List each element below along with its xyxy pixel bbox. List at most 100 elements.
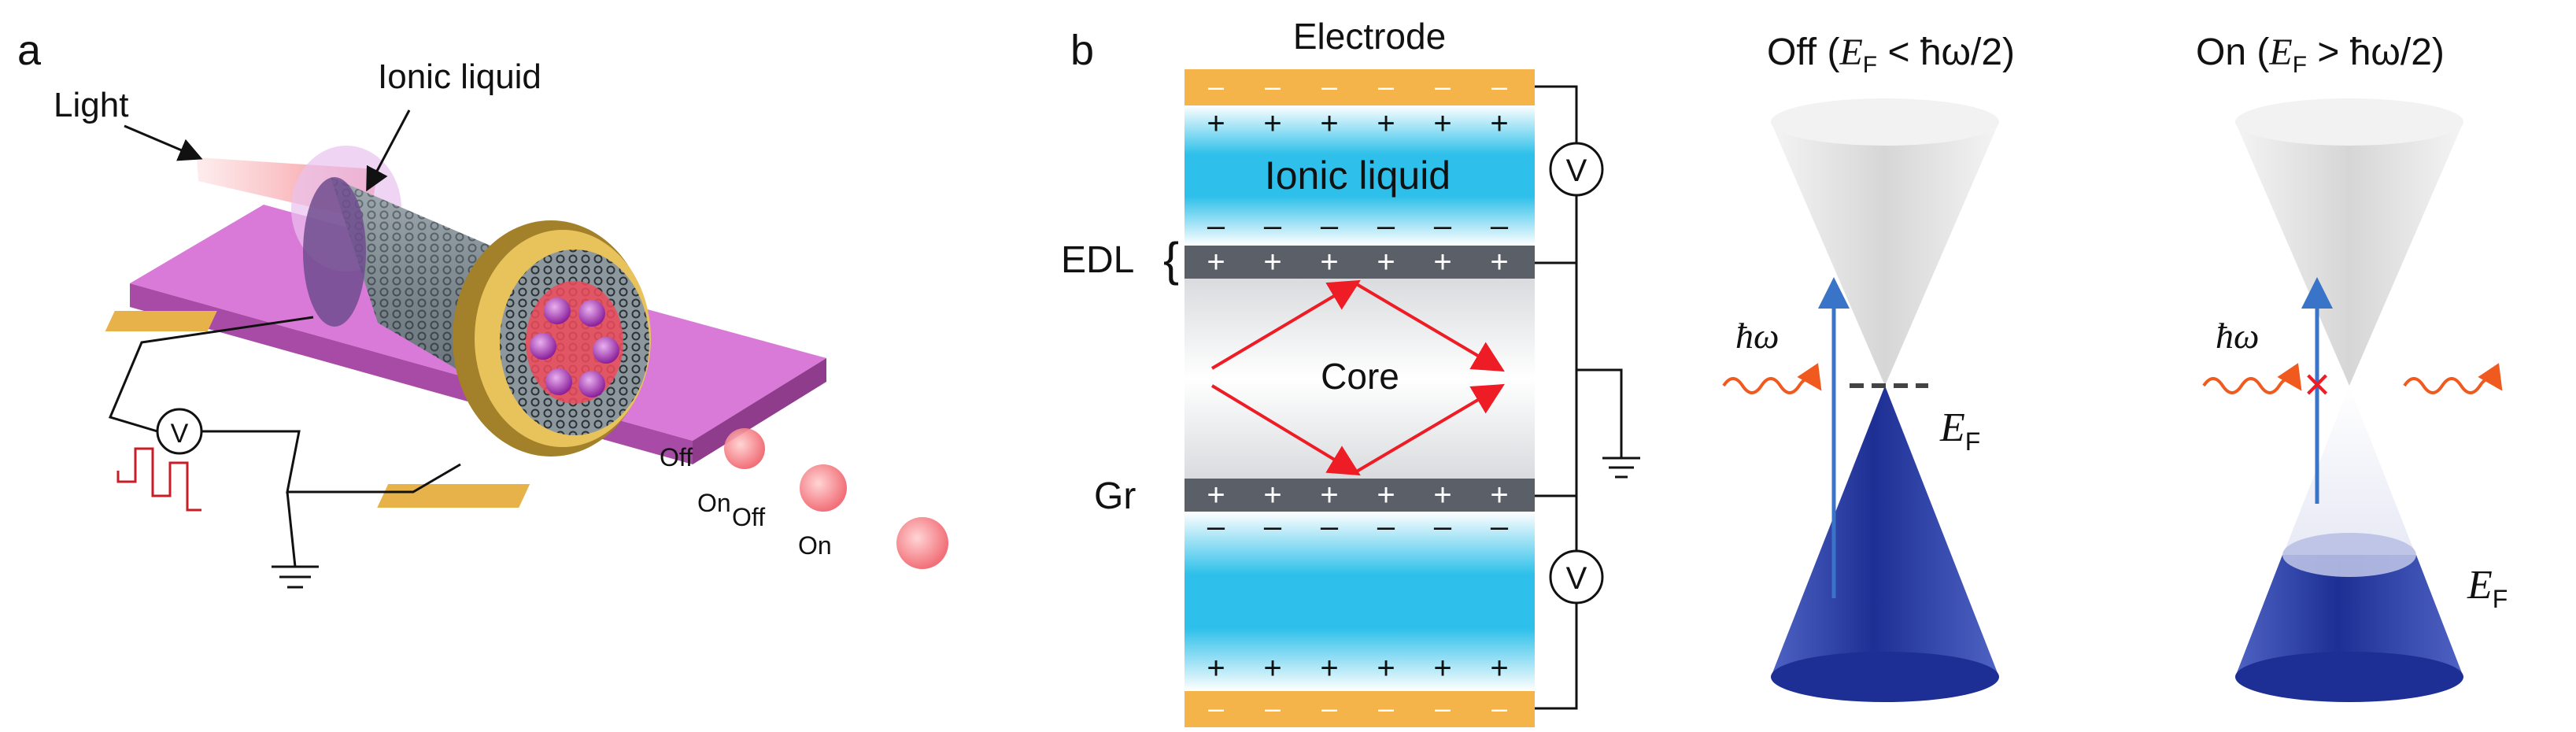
voltmeter-a-symbol: V [171,419,189,449]
ionic-liquid-bottom [1185,512,1535,691]
svg-text:+: + [1377,651,1395,686]
pulse-label-on-2: On [798,531,832,560]
pulse-label-off-2: Off [732,503,765,531]
blocked-marker: × [2304,359,2330,410]
on-state-title: On (EF > ħω/2) [2196,31,2445,78]
svg-text:+: + [1207,106,1225,141]
circuit-b [1535,85,1623,710]
emitted-pulses [724,428,948,569]
svg-text:+: + [1207,478,1225,512]
svg-text:–: – [1321,509,1339,544]
graphene-top-plus: + + + + + + [1207,245,1508,279]
svg-text:+: + [1433,245,1451,279]
svg-text:–: – [1321,209,1339,243]
svg-text:+: + [1490,478,1508,512]
svg-text:–: – [1435,70,1451,102]
svg-text:–: – [1434,209,1452,243]
panel-a-label: a [17,27,42,74]
photon-wave-on-in [2202,363,2302,394]
panel-c: Off (EF < ħω/2) On (EF > ħω/2) ħω EF [1722,31,2508,702]
ionic-liquid-bottom-plus: + + + + + + [1207,651,1508,686]
charge-signs: – – – – – – + + + + + + – – – – – – [1207,70,1509,724]
svg-text:–: – [1208,692,1224,724]
dirac-cone-on [2235,98,2463,702]
photon-label-off: ħω [1735,316,1779,356]
voltmeter-a: V [156,408,203,455]
ionic-liquid-label-b: Ionic liquid [1265,153,1451,198]
edl-label: EDL [1061,239,1134,281]
svg-text:–: – [1434,509,1452,544]
off-state-title: Off (EF < ħω/2) [1767,31,2015,78]
svg-text:–: – [1208,70,1224,102]
svg-text:+: + [1433,651,1451,686]
svg-text:+: + [1320,245,1338,279]
svg-text:–: – [1435,692,1451,724]
edl-brace: { [1163,233,1179,286]
circuit-wires [108,316,461,567]
photon-wave-off [1722,363,1822,394]
ionic-liquid-label-a: Ionic liquid [378,57,541,96]
electrode-top-signs: – – – – – – [1208,70,1507,102]
electrode-bottom-signs: – – – – – – [1208,692,1507,724]
svg-text:+: + [1490,651,1508,686]
svg-text:+: + [1490,106,1508,141]
svg-text:+: + [1207,651,1225,686]
svg-text:–: – [1377,509,1395,544]
fermi-label-off: EF [1939,405,1980,456]
svg-text:+: + [1320,478,1338,512]
svg-text:+: + [1320,651,1338,686]
ground-symbol-a [272,565,319,589]
panel-b: b Electrode – – – – – – + + + + + [1061,16,1640,727]
ionic-liquid-bottom-minus: – – – – – – [1207,509,1509,544]
svg-text:–: – [1207,209,1225,243]
svg-text:–: – [1491,692,1507,724]
svg-text:–: – [1378,70,1394,102]
svg-text:+: + [1377,478,1395,512]
svg-text:+: + [1263,478,1281,512]
svg-text:–: – [1264,509,1282,544]
voltmeter-b-top: V [1549,142,1604,197]
svg-text:–: – [1491,209,1509,243]
voltmeter-b-bottom: V [1549,549,1604,604]
svg-text:–: – [1207,509,1225,544]
svg-text:–: – [1264,209,1282,243]
electrode-bottom [1185,691,1535,727]
core-ions [530,298,619,397]
contact-pad-rear [105,311,217,331]
pulse-label-on-1: On [697,489,731,517]
electrode-label: Electrode [1293,16,1446,57]
contact-pad-front [377,484,530,508]
gr-label: Gr [1094,475,1136,517]
graphene-top [1185,246,1535,279]
light-pointer [124,124,203,161]
photon-label-on: ħω [2216,316,2259,356]
panel-a: a [17,27,948,589]
svg-text:–: – [1321,70,1337,102]
svg-text:+: + [1377,106,1395,141]
panel-b-label: b [1070,27,1094,74]
graphene-bottom [1185,479,1535,512]
svg-text:–: – [1321,692,1337,724]
svg-text:+: + [1377,245,1395,279]
graphene-bottom-plus: + + + + + + [1207,478,1508,512]
ionic-liquid-top-plus: + + + + + + [1207,106,1508,141]
ionic-liquid-top [1185,105,1535,246]
svg-text:–: – [1491,70,1507,102]
svg-text:–: – [1491,509,1509,544]
ground-symbol-b [1602,457,1640,479]
pulse-label-off-1: Off [660,443,693,471]
svg-text:–: – [1377,209,1395,243]
electrode-top [1185,69,1535,105]
svg-text:–: – [1265,70,1281,102]
svg-text:+: + [1433,478,1451,512]
svg-text:+: + [1263,245,1281,279]
svg-text:+: + [1490,245,1508,279]
svg-text:+: + [1263,651,1281,686]
photon-wave-on-out [2403,363,2503,394]
square-wave [116,447,201,512]
core-label: Core [1321,356,1399,397]
svg-text:+: + [1207,245,1225,279]
svg-text:–: – [1265,692,1281,724]
voltmeter-b-top-symbol: V [1566,153,1587,188]
